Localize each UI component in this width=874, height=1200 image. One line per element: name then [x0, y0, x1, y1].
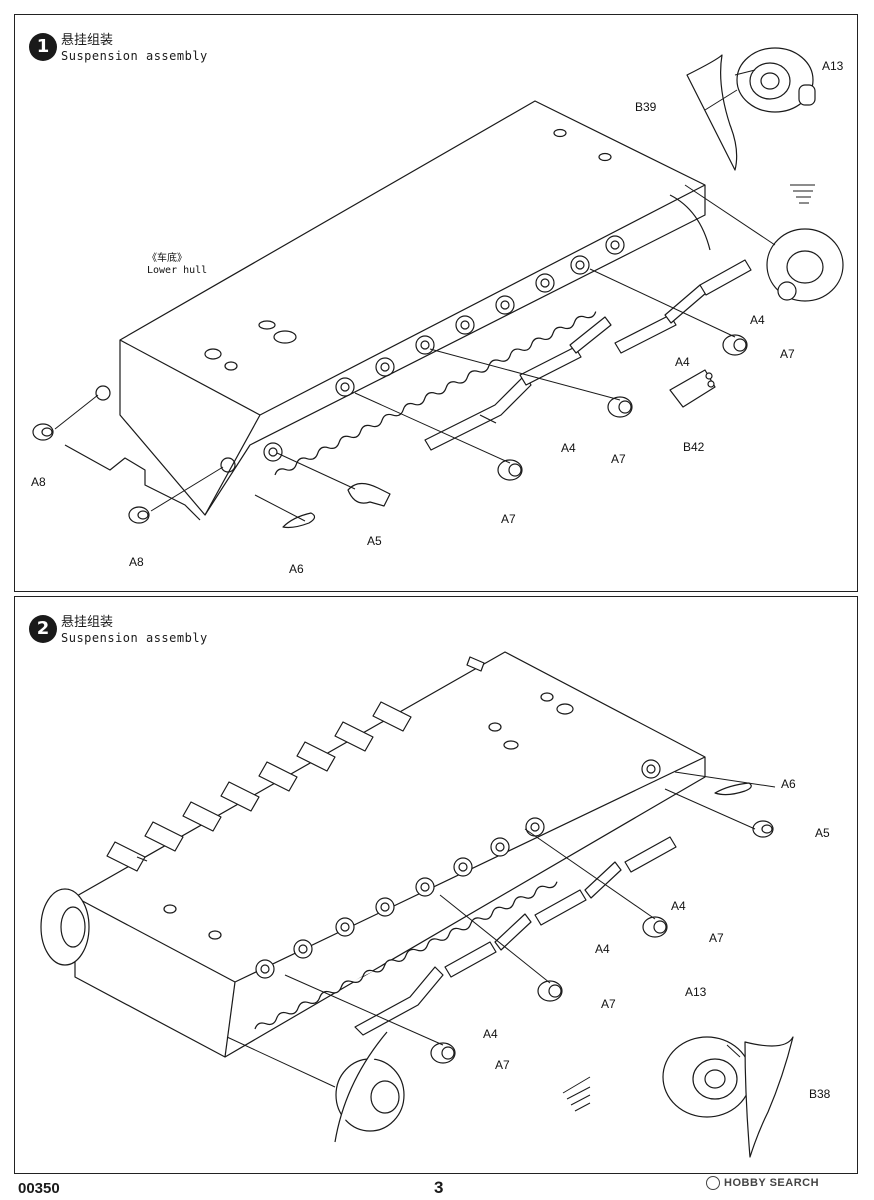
part-label-b39: B39	[635, 100, 657, 114]
step-1-title-en: Suspension assembly	[61, 49, 208, 63]
a8-parts-drawing	[32, 423, 150, 524]
part-label-a13: A13	[685, 985, 707, 999]
watermark: HOBBY SEARCH	[706, 1176, 819, 1190]
part-label-a6: A6	[289, 562, 304, 576]
step-2-title-en: Suspension assembly	[61, 631, 208, 645]
part-label-a7: A7	[501, 512, 516, 526]
lower-hull-drawing	[64, 100, 711, 521]
part-label-a4: A4	[675, 355, 690, 369]
part-label-a5: A5	[815, 826, 830, 840]
part-label-a13: A13	[822, 59, 844, 73]
step-2-diagram	[40, 651, 794, 1158]
part-label-a7: A7	[601, 997, 616, 1011]
part-label-a4: A4	[483, 1027, 498, 1041]
part-label-a6: A6	[781, 777, 796, 791]
direction-hatch-marks	[790, 184, 815, 204]
watermark-logo-icon	[706, 1176, 720, 1190]
part-label-a7: A7	[495, 1058, 510, 1072]
product-code: 00350	[18, 1180, 60, 1197]
part-label-a4: A4	[671, 899, 686, 913]
part-label-b42: B42	[683, 440, 705, 454]
step-2-title-cn: 悬挂组装	[61, 615, 114, 630]
a5-a6-parts-drawing	[282, 482, 391, 529]
part-label-a4: A4	[561, 441, 576, 455]
a13-housing-drawing	[736, 47, 816, 113]
part-label-a7: A7	[709, 931, 724, 945]
part-label-a7: A7	[780, 347, 795, 361]
a7-dampers-drawing	[497, 334, 748, 481]
step-2-number-badge: 2	[29, 615, 57, 643]
part-label-a5: A5	[367, 534, 382, 548]
step-1-diagram	[32, 47, 844, 529]
part-label-a7: A7	[611, 452, 626, 466]
step-1-title-cn: 悬挂组装	[61, 33, 114, 48]
lower-hull-label-en: Lower hull	[147, 265, 208, 276]
b39-bracket-drawing	[686, 54, 738, 171]
part-label-b38: B38	[809, 1087, 831, 1101]
step-2-panel: 2 悬挂组装 Suspension assembly	[14, 596, 858, 1174]
lower-hull-label-cn: 《车底》	[147, 253, 187, 264]
a13-b38-drawing	[662, 1036, 794, 1158]
step-1-panel: 1 悬挂组装 Suspension assembly	[14, 14, 858, 592]
assembly-arrows	[226, 771, 776, 1088]
b42-plate-drawing	[669, 369, 716, 408]
hull-drawing	[74, 651, 706, 1058]
step-1-number-badge: 1	[29, 33, 57, 61]
idler-wheel-drawing	[334, 1031, 405, 1143]
part-label-a8: A8	[129, 555, 144, 569]
part-label-a8: A8	[31, 475, 46, 489]
part-label-a4: A4	[750, 313, 765, 327]
a4-arms-drawing	[424, 259, 752, 451]
far-side-arms-drawing	[106, 656, 485, 872]
front-sprocket-drawing	[40, 888, 90, 966]
page-number: 3	[434, 1178, 444, 1197]
part-label-a4: A4	[595, 942, 610, 956]
direction-hatch-marks	[562, 1076, 591, 1112]
a7-dampers-drawing	[430, 916, 668, 1064]
a4-arms-drawing	[354, 836, 677, 1036]
watermark-brand: HOBBY SEARCH	[724, 1177, 820, 1189]
a5-a6-parts-drawing	[714, 782, 774, 838]
rear-sprocket-drawing	[766, 228, 844, 302]
assembly-arrows	[54, 69, 776, 522]
